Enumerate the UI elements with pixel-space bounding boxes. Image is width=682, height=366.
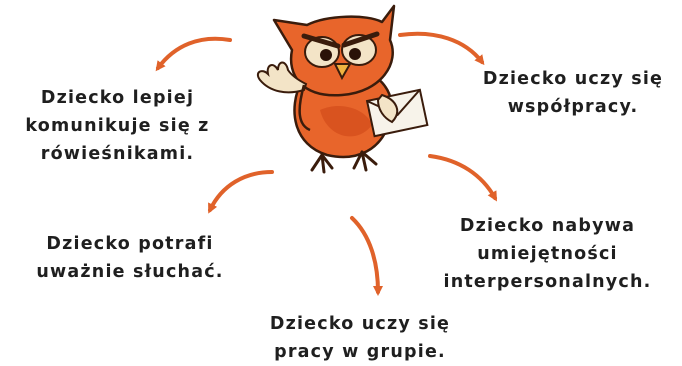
outcome-listening-text: Dziecko potrafi uważnie słuchać. <box>36 234 224 282</box>
owl-mascot-icon <box>256 4 429 174</box>
arrow-to-communicates <box>155 36 232 72</box>
outcome-group-work-text: Dziecko uczy się pracy w grupie. <box>269 314 451 362</box>
outcome-communicates-text: Dziecko lepiej komunikuje się z rówieśni… <box>25 88 210 164</box>
arrow-to-listening <box>208 170 274 214</box>
outcome-cooperation-text: Dziecko uczy się współpracy. <box>482 69 664 117</box>
arrow-to-cooperation <box>398 31 485 66</box>
arrow-to-group-work <box>350 216 383 296</box>
outcome-interpersonal-text: Dziecko nabywa umiejętności interpersona… <box>443 216 652 292</box>
arrow-to-interpersonal <box>428 154 497 202</box>
